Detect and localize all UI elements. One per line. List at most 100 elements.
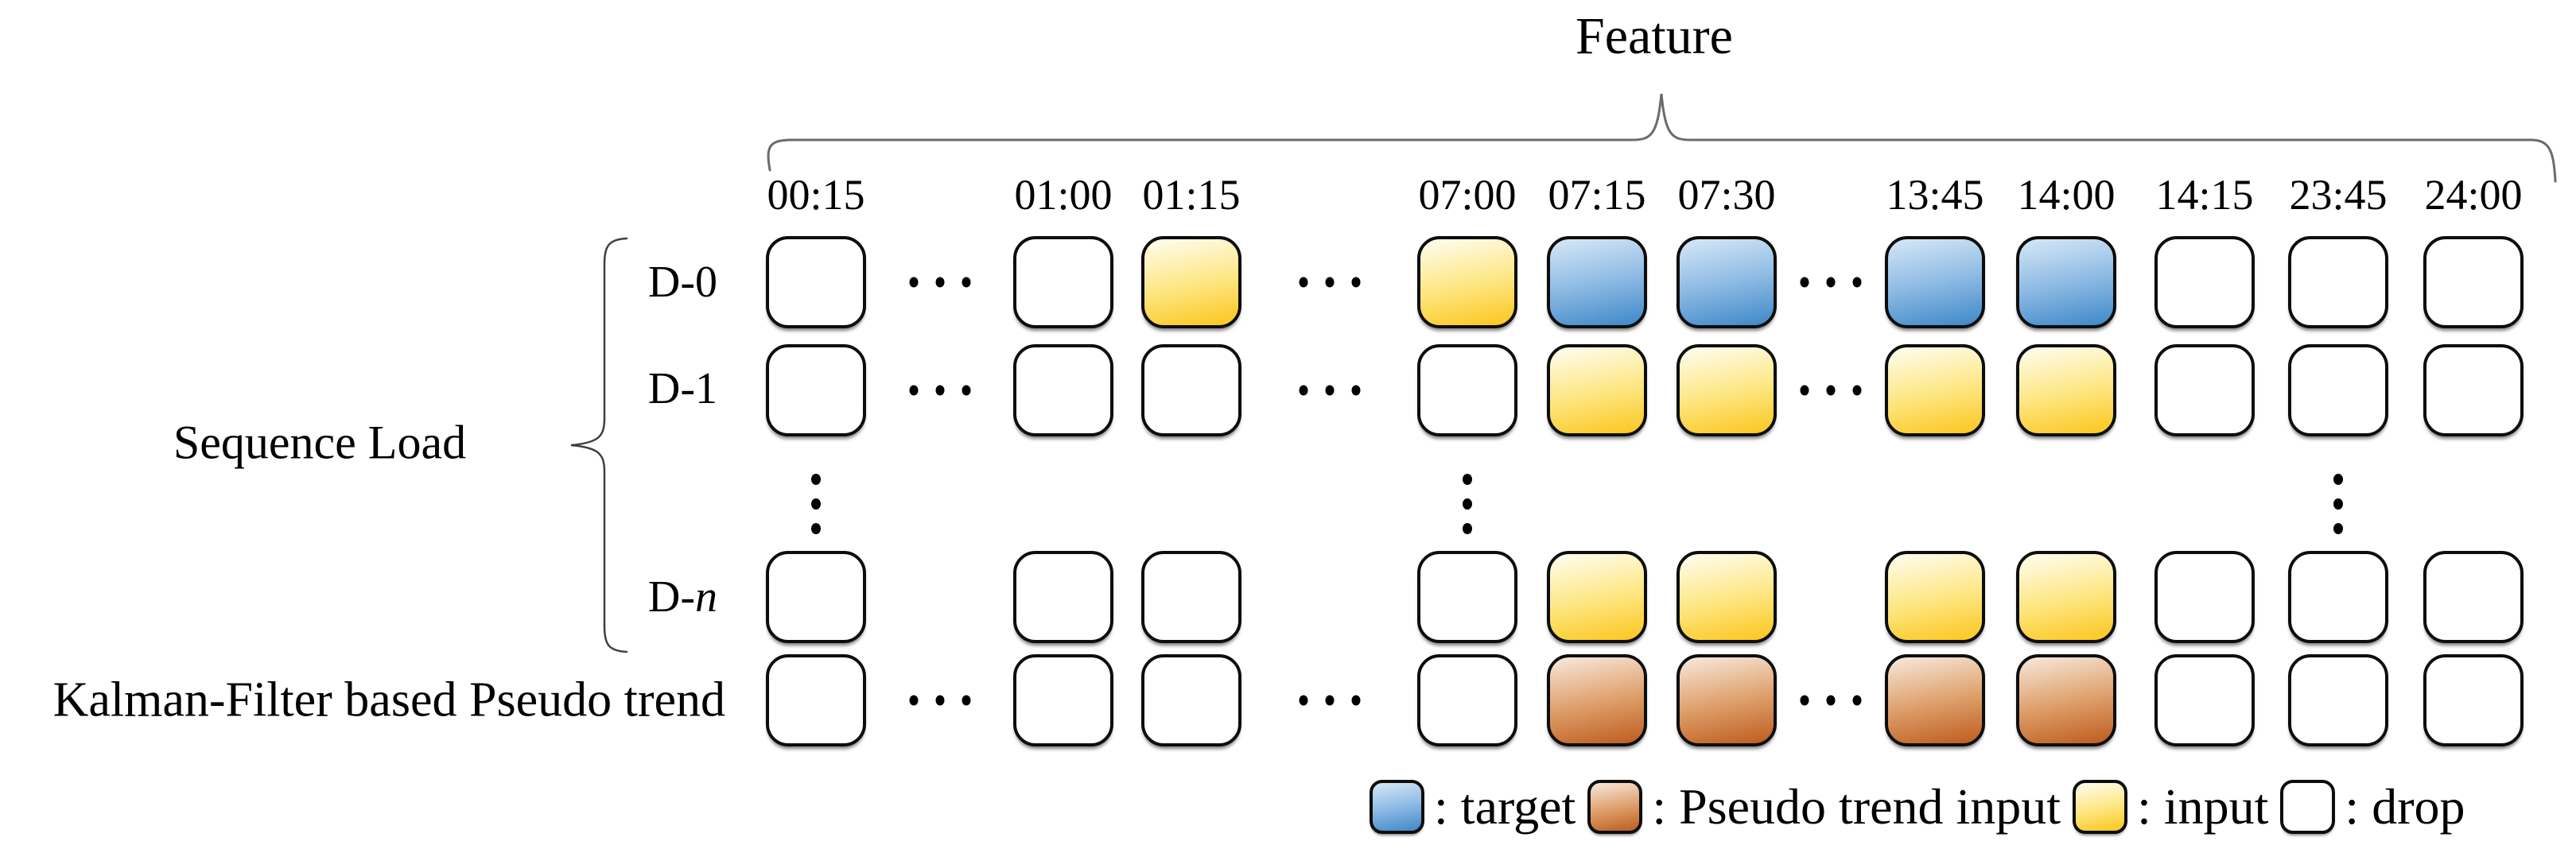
cell-d1-01-00 <box>1013 344 1113 436</box>
ellipsis-dot <box>1463 523 1472 534</box>
cell-d1-07-00 <box>1417 344 1517 436</box>
feature-title: Feature <box>1576 7 1733 65</box>
ellipsis-dot <box>1826 385 1836 396</box>
ellipsis-dot <box>1463 474 1472 485</box>
ellipsis-dot <box>1852 277 1862 288</box>
time-label-01-15: 01:15 <box>1142 171 1241 219</box>
row-label-italic: n <box>695 572 717 622</box>
legend-item-target: : target <box>1370 777 1576 836</box>
cell-dn-07-30 <box>1677 551 1777 643</box>
ellipsis-dot <box>2333 474 2343 485</box>
ellipsis-dot <box>1800 695 1809 706</box>
vertical-ellipsis <box>2333 474 2343 534</box>
cell-d1-13-45 <box>1885 344 1985 436</box>
time-label-07-00: 07:00 <box>1418 171 1517 219</box>
legend-label-drop: : drop <box>2345 778 2465 835</box>
ellipsis-dot <box>1351 695 1361 706</box>
horizontal-ellipsis <box>1800 385 1862 396</box>
legend-label-input: : input <box>2137 778 2269 835</box>
cell-dn-24-00 <box>2423 551 2524 643</box>
cell-d1-07-15 <box>1547 344 1647 436</box>
legend-item-input: : input <box>2073 777 2268 836</box>
ellipsis-dot <box>1325 695 1335 706</box>
cell-d0-23-45 <box>2288 236 2388 328</box>
ellipsis-dot <box>1299 385 1308 396</box>
legend-swatch-pseudo <box>1587 780 1643 834</box>
cell-d1-01-15 <box>1141 344 1241 436</box>
legend-item-pseudo: : Pseudo trend input <box>1587 777 2061 836</box>
ellipsis-dot <box>1800 277 1809 288</box>
horizontal-ellipsis <box>1299 385 1361 396</box>
cell-pseudo-14-00 <box>2016 654 2116 746</box>
cell-d1-14-15 <box>2154 344 2255 436</box>
horizontal-ellipsis <box>909 277 971 288</box>
cell-dn-13-45 <box>1885 551 1985 643</box>
cell-dn-14-15 <box>2154 551 2255 643</box>
row-label-dn: D-n <box>0 572 717 622</box>
row-label-pseudo: Kalman-Filter based Pseudo trend <box>52 673 725 727</box>
horizontal-ellipsis <box>1800 277 1862 288</box>
horizontal-ellipsis <box>1800 695 1862 706</box>
legend-swatch-input <box>2073 780 2128 834</box>
ellipsis-dot <box>811 474 821 485</box>
cell-d1-23-45 <box>2288 344 2388 436</box>
ellipsis-dot <box>962 385 971 396</box>
cell-d1-00-15 <box>766 344 866 436</box>
time-label-07-30: 07:30 <box>1677 171 1776 219</box>
cell-dn-23-45 <box>2288 551 2388 643</box>
time-label-14-15: 14:15 <box>2155 171 2254 219</box>
feature-brace <box>767 93 2557 183</box>
row-label-prefix: D- <box>647 572 695 622</box>
cell-d0-00-15 <box>766 236 866 328</box>
legend-swatch-drop <box>2280 780 2336 834</box>
cell-d0-24-00 <box>2423 236 2524 328</box>
ellipsis-dot <box>1325 277 1335 288</box>
time-label-13-45: 13:45 <box>1886 171 1984 219</box>
ellipsis-dot <box>909 695 919 706</box>
cell-pseudo-13-45 <box>1885 654 1985 746</box>
cell-pseudo-00-15 <box>766 654 866 746</box>
cell-pseudo-07-00 <box>1417 654 1517 746</box>
cell-dn-14-00 <box>2016 551 2116 643</box>
time-label-24-00: 24:00 <box>2424 171 2523 219</box>
ellipsis-dot <box>935 277 945 288</box>
cell-pseudo-24-00 <box>2423 654 2524 746</box>
ellipsis-dot <box>962 277 971 288</box>
time-label-23-45: 23:45 <box>2289 171 2388 219</box>
horizontal-ellipsis <box>1299 695 1361 706</box>
cell-d0-07-15 <box>1547 236 1647 328</box>
row-label-d1: D-1 <box>647 364 717 413</box>
ellipsis-dot <box>909 385 919 396</box>
cell-dn-01-00 <box>1013 551 1113 643</box>
ellipsis-dot <box>1463 498 1472 510</box>
ellipsis-dot <box>1826 695 1836 706</box>
ellipsis-dot <box>1299 695 1308 706</box>
row-label-d0: D-0 <box>647 258 717 307</box>
ellipsis-dot <box>1325 385 1335 396</box>
legend: : target : Pseudo trend input : input : dro… <box>1370 777 2477 836</box>
ellipsis-dot <box>1852 385 1862 396</box>
ellipsis-dot <box>2333 498 2343 510</box>
cell-d1-07-30 <box>1677 344 1777 436</box>
cell-d0-01-15 <box>1141 236 1241 328</box>
ellipsis-dot <box>2333 523 2343 534</box>
time-label-07-15: 07:15 <box>1548 171 1646 219</box>
time-label-14-00: 14:00 <box>2017 171 2116 219</box>
cell-pseudo-07-30 <box>1677 654 1777 746</box>
cell-pseudo-14-15 <box>2154 654 2255 746</box>
legend-label-target: : target <box>1434 778 1576 835</box>
legend-swatch-target <box>1370 780 1424 834</box>
ellipsis-dot <box>1299 277 1308 288</box>
ellipsis-dot <box>1351 277 1361 288</box>
ellipsis-dot <box>1852 695 1862 706</box>
cell-d0-14-00 <box>2016 236 2116 328</box>
cell-dn-07-00 <box>1417 551 1517 643</box>
cell-d0-01-00 <box>1013 236 1113 328</box>
legend-item-drop: : drop <box>2280 777 2465 836</box>
cell-d0-07-00 <box>1417 236 1517 328</box>
ellipsis-dot <box>811 498 821 510</box>
legend-label-pseudo: : Pseudo trend input <box>1652 778 2061 835</box>
ellipsis-dot <box>1826 277 1836 288</box>
cell-d1-24-00 <box>2423 344 2524 436</box>
vertical-ellipsis <box>811 474 821 534</box>
